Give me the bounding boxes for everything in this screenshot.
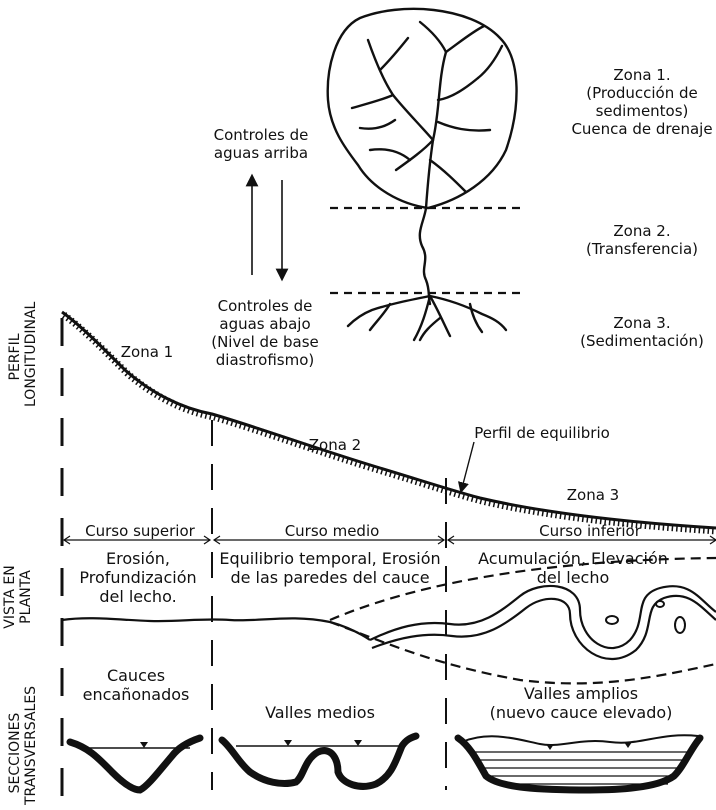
zone2-description: Zona 2. (Transferencia) bbox=[568, 222, 716, 258]
process-upper: Erosión, Profundización del lecho. bbox=[66, 549, 210, 606]
transfer-channel bbox=[420, 208, 430, 304]
plan-bars bbox=[606, 601, 685, 633]
plan-meander-outer bbox=[370, 586, 716, 648]
cross-section-label: SECCIONES TRANSVERSALES bbox=[7, 701, 41, 805]
cross-upper-label: Cauces encañonados bbox=[66, 666, 206, 704]
profile-section-label: PERFIL LONGITUDINAL bbox=[7, 307, 41, 407]
upstream-controls-label: Controles de aguas arriba bbox=[188, 126, 334, 162]
course-lower-label: Curso inferior bbox=[530, 522, 650, 540]
profile-zone2-label: Zona 2 bbox=[300, 436, 370, 454]
process-middle: Equilibrio temporal, Erosión de las pare… bbox=[214, 549, 446, 587]
process-lower: Acumulación, Elevación del lecho bbox=[462, 549, 684, 587]
drainage-network bbox=[352, 22, 502, 208]
cross-middle-label: Valles medios bbox=[240, 703, 400, 722]
zone1-description: Zona 1. (Producción de sedimentos) Cuenc… bbox=[568, 66, 716, 138]
equilibrium-pointer bbox=[462, 442, 474, 488]
profile-zone1-label: Zona 1 bbox=[112, 343, 182, 361]
equilibrium-profile-label: Perfil de equilibrio bbox=[462, 424, 622, 442]
cross-section-lower bbox=[458, 735, 700, 790]
plan-section-label: VISTA EN PLANTA bbox=[2, 562, 36, 632]
profile-zone3-label: Zona 3 bbox=[558, 486, 628, 504]
drainage-basin-outline bbox=[328, 9, 517, 208]
plan-river-upper bbox=[62, 618, 370, 640]
zone3-description: Zona 3. (Sedimentación) bbox=[568, 314, 716, 350]
course-middle-label: Curso medio bbox=[272, 522, 392, 540]
cross-section-upper bbox=[70, 738, 200, 790]
cross-lower-label: Valles amplios (nuevo cauce elevado) bbox=[458, 684, 704, 722]
downstream-controls-label: Controles de aguas abajo (Nivel de base … bbox=[196, 297, 334, 369]
cross-section-middle bbox=[222, 736, 416, 786]
course-upper-label: Curso superior bbox=[70, 522, 210, 540]
distributary-channels bbox=[348, 296, 506, 340]
